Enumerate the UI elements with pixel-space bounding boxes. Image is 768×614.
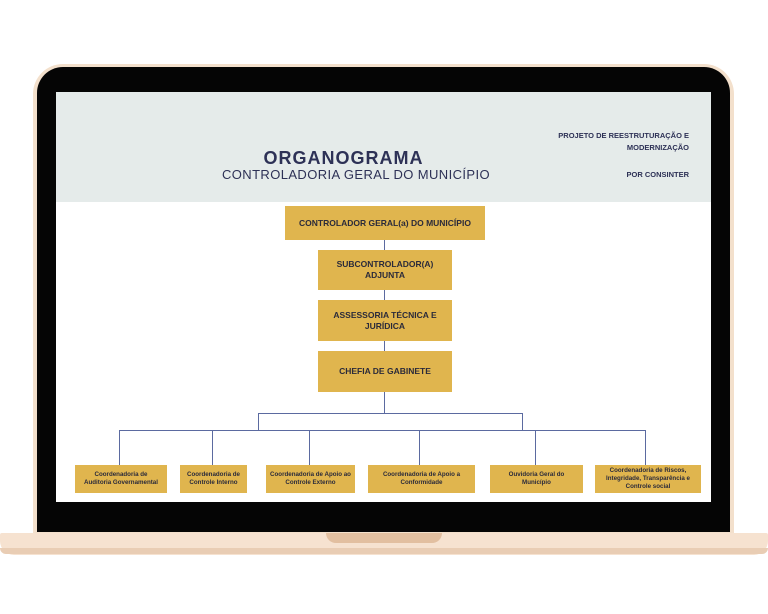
connector-controlador-sub (384, 240, 385, 250)
coord-4-line-1: Coordenadoria de Apoio a (382, 471, 461, 479)
laptop-base-edge (0, 548, 768, 554)
box-chefia-label: CHEFIA DE GABINETE (339, 366, 431, 377)
branch-left-drop (258, 413, 259, 431)
coord-3-line-1: Coordenadoria de Apoio ao (270, 471, 351, 479)
page-subtitle: CONTROLADORIA GERAL DO MUNICÍPIO (221, 167, 491, 182)
header-band (56, 92, 711, 202)
coord-4-line-2: Conformidade (400, 479, 443, 486)
page-title: ORGANOGRAMA (263, 148, 424, 168)
box-coordenadoria-controle-externo: Coordenadoria de Apoio ao Controle Exter… (266, 465, 355, 493)
coord-2-line-1: Coordenadoria de (187, 471, 240, 479)
subcontrolador-line-2: ADJUNTA (365, 270, 405, 280)
drop-leaf-6 (645, 430, 646, 465)
laptop-screen: ORGANOGRAMA CONTROLADORIA GERAL DO MUNIC… (56, 92, 711, 502)
box-controlador-label: CONTROLADOR GERAL(a) DO MUNICÍPIO (299, 217, 471, 228)
author-label: POR CONSINTER (626, 170, 689, 179)
drop-leaf-2 (212, 430, 213, 465)
box-chefia: CHEFIA DE GABINETE (318, 351, 452, 392)
coordenadoria-auditoria-label: Coordenadoria de Auditoria Governamental (84, 471, 158, 487)
branch-upper-line (258, 413, 523, 414)
box-coordenadoria-auditoria: Coordenadoria de Auditoria Governamental (75, 465, 167, 493)
coordenadoria-conformidade-label: Coordenadoria de Apoio a Conformidade (383, 471, 460, 487)
branch-right-drop (522, 413, 523, 431)
coord-2-line-2: Controle Interno (189, 479, 238, 486)
coord-5-line-2: Município (522, 479, 551, 486)
assessoria-line-1: ASSESSORIA TÉCNICA E (333, 309, 437, 320)
project-line-2: MODERNIZAÇÃO (626, 143, 689, 152)
box-coordenadoria-controle-interno: Coordenadoria de Controle Interno (180, 465, 247, 493)
connector-chefia-branch (384, 392, 385, 414)
coord-6-line-1: Coordenadoria de Riscos, (609, 467, 687, 475)
coord-6-line-3: Controle social (625, 482, 671, 490)
project-label: PROJETO DE REESTRUTURAÇÃO E MODERNIZAÇÃO (531, 130, 689, 154)
assessoria-line-2: JURÍDICA (364, 320, 406, 331)
subcontrolador-line-1: SUBCONTROLADOR(A) (336, 259, 434, 270)
connector-assessoria-chefia (384, 341, 385, 351)
coordenadoria-riscos-label: Coordenadoria de Riscos, Integridade, Tr… (606, 467, 690, 490)
laptop-notch (326, 533, 442, 543)
coord-5-line-1: Ouvidoria Geral do (508, 471, 565, 479)
connector-sub-assessoria (384, 290, 385, 300)
box-assessoria: ASSESSORIA TÉCNICA E JURÍDICA (318, 300, 452, 341)
coord-1-line-1: Coordenadoria de (94, 471, 148, 479)
box-controlador: CONTROLADOR GERAL(a) DO MUNICÍPIO (285, 206, 485, 240)
coord-1-line-2: Auditoria Governamental (84, 479, 158, 486)
coordenadoria-controle-externo-label: Coordenadoria de Apoio ao Controle Exter… (270, 471, 351, 487)
project-line-1: PROJETO DE REESTRUTURAÇÃO E (558, 131, 689, 140)
coordenadoria-controle-interno-label: Coordenadoria de Controle Interno (187, 471, 240, 487)
drop-leaf-1 (119, 430, 120, 465)
branch-lower-line (119, 430, 646, 431)
box-assessoria-label: ASSESSORIA TÉCNICA E JURÍDICA (333, 310, 436, 331)
drop-leaf-4 (419, 430, 420, 465)
drop-leaf-3 (309, 430, 310, 465)
box-coordenadoria-riscos: Coordenadoria de Riscos, Integridade, Tr… (595, 465, 701, 493)
drop-leaf-5 (535, 430, 536, 465)
coord-3-line-2: Controle Externo (285, 479, 336, 486)
box-coordenadoria-conformidade: Coordenadoria de Apoio a Conformidade (368, 465, 475, 493)
ouvidoria-label: Ouvidoria Geral do Município (509, 471, 565, 487)
coord-6-line-2: Integridade, Transparência e (606, 475, 690, 483)
box-ouvidoria: Ouvidoria Geral do Município (490, 465, 583, 493)
box-subcontrolador-label: SUBCONTROLADOR(A) ADJUNTA (337, 259, 434, 280)
box-subcontrolador: SUBCONTROLADOR(A) ADJUNTA (318, 250, 452, 290)
